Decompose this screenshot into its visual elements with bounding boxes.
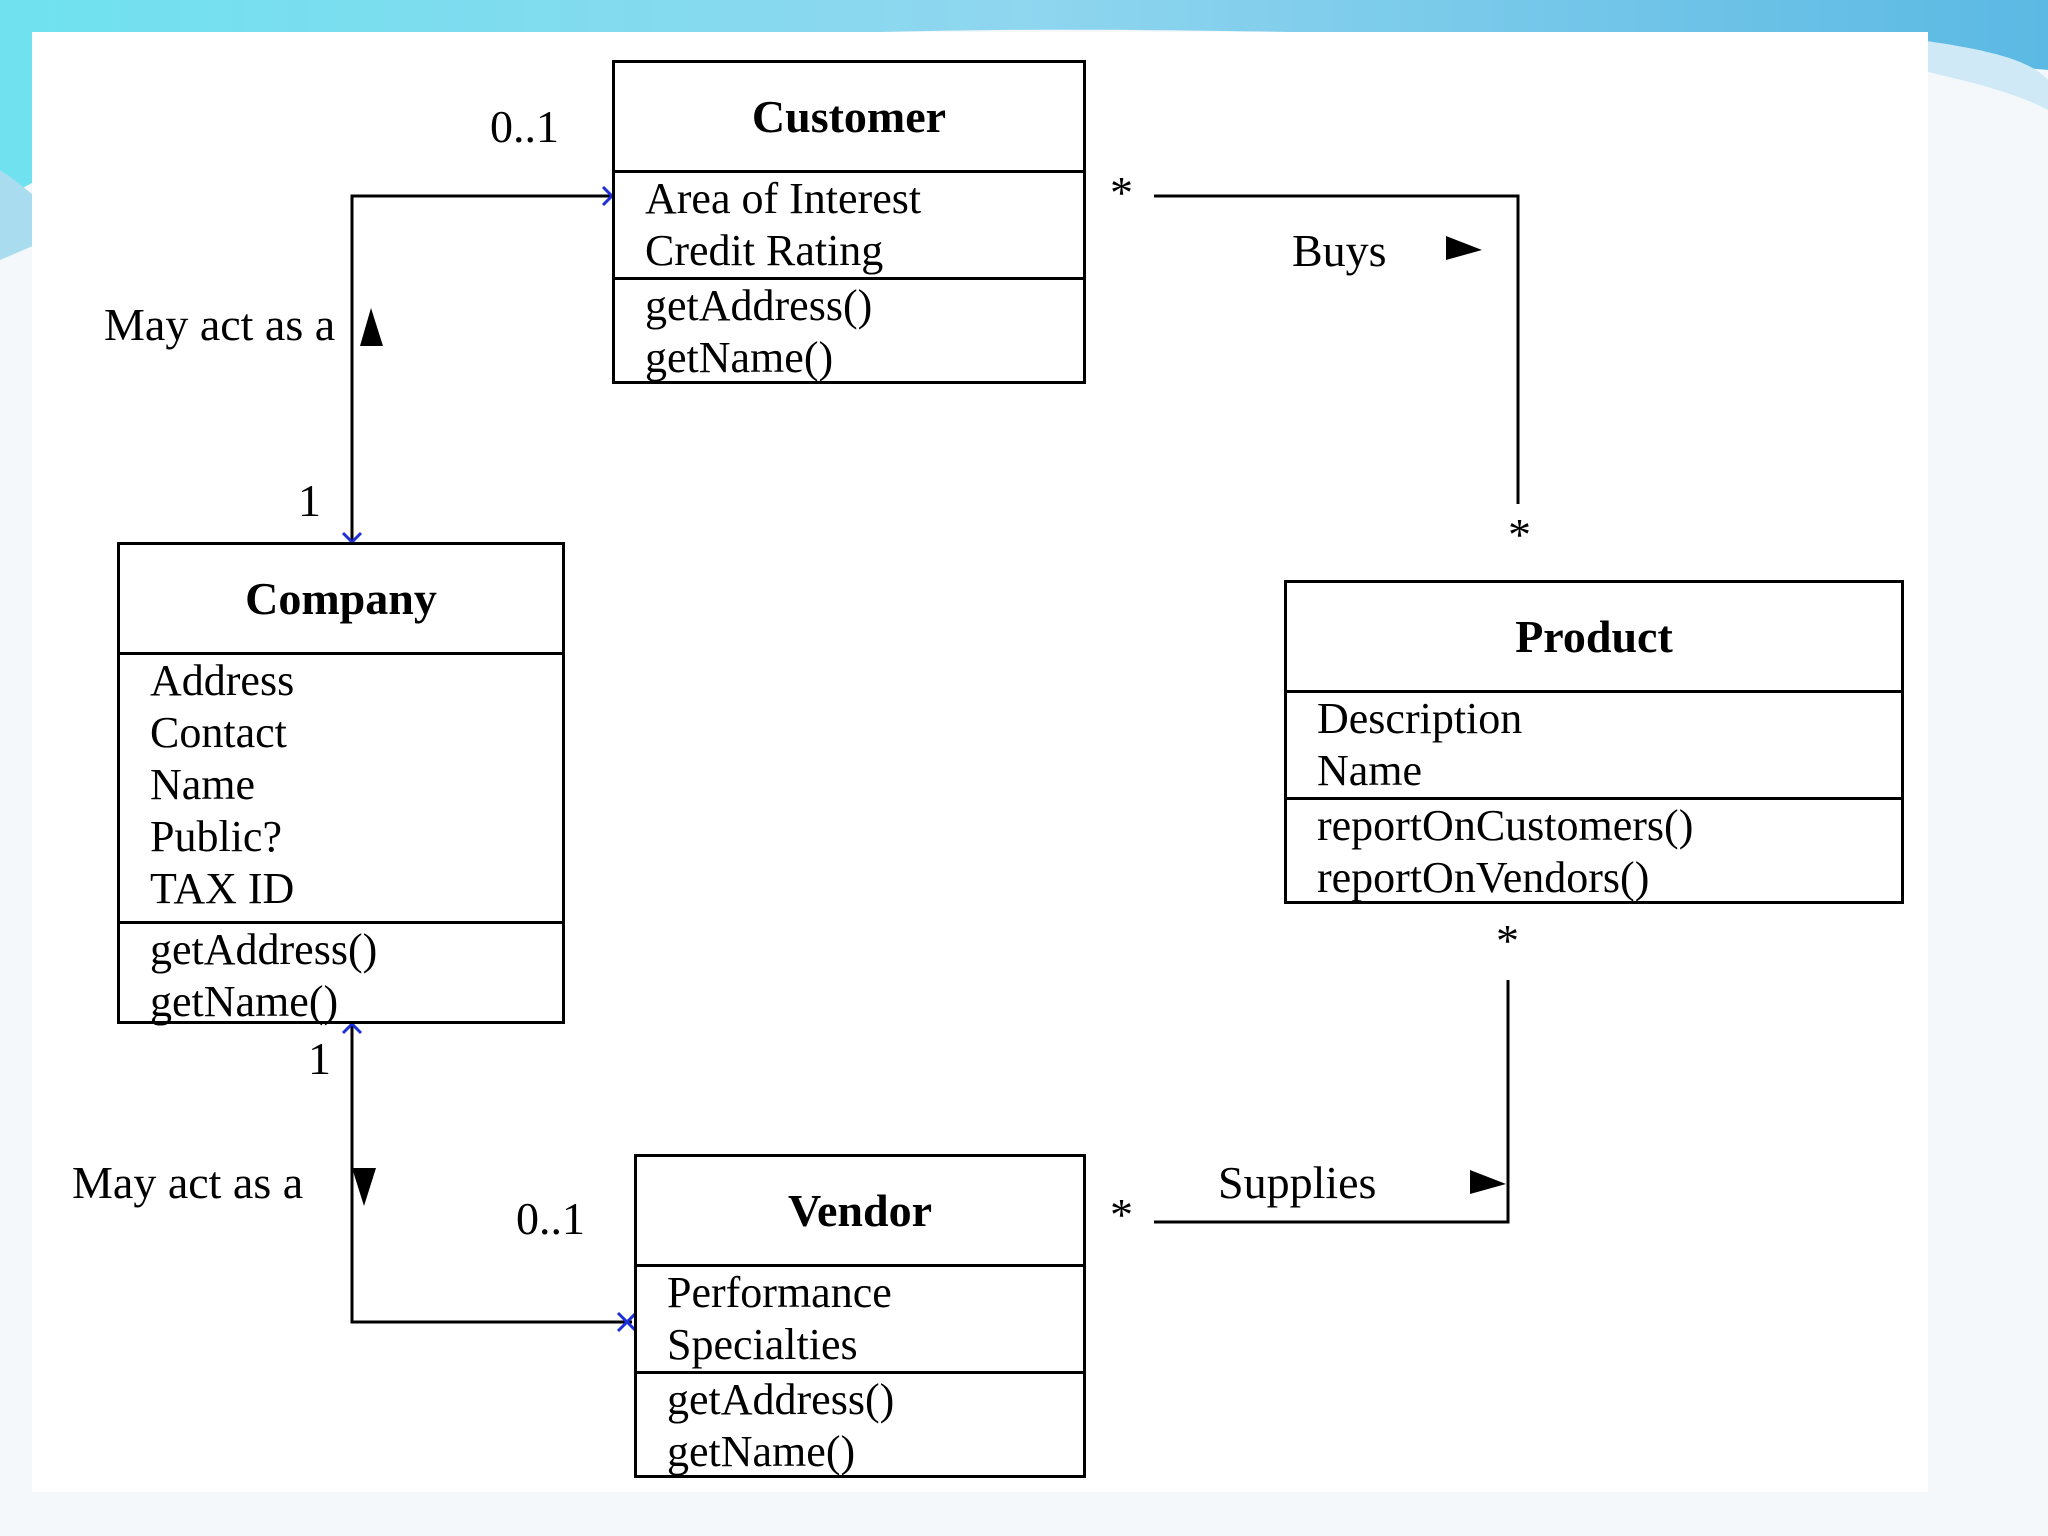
association-label: Supplies	[1218, 1157, 1377, 1208]
class-vendor[interactable]: Vendor Performance Specialties getAddres…	[634, 1154, 1086, 1478]
multiplicity-label: *	[1110, 167, 1133, 218]
association-line-company-vendor	[350, 1024, 632, 1324]
class-product[interactable]: Product Description Name reportOnCustome…	[1284, 580, 1904, 904]
connector-end-marker	[616, 1311, 638, 1333]
arrow-up-icon	[360, 308, 383, 346]
association-line-company-customer	[350, 194, 612, 542]
attributes-section: Area of Interest Credit Rating	[615, 173, 1083, 277]
attribute: Name	[150, 760, 256, 809]
operations-section: getAddress() getName()	[637, 1371, 1083, 1476]
operations-section: getAddress() getName()	[615, 277, 1083, 382]
operation: getAddress()	[667, 1375, 895, 1424]
attribute: Name	[1317, 746, 1423, 795]
operation: reportOnCustomers()	[1317, 801, 1694, 850]
multiplicity-label: *	[1496, 915, 1519, 966]
association-label: Buys	[1292, 225, 1387, 276]
attribute: Specialties	[667, 1320, 858, 1369]
attribute: Description	[1317, 694, 1523, 743]
arrow-down-icon	[352, 1168, 376, 1206]
class-name: Company	[120, 545, 562, 655]
attributes-section: Performance Specialties	[637, 1267, 1083, 1371]
association-line-customer-product	[1154, 194, 1520, 504]
arrow-right-icon	[1470, 1170, 1506, 1194]
operations-section: getAddress() getName()	[120, 921, 562, 1026]
class-company[interactable]: Company Address Contact Name Public? TAX…	[117, 542, 565, 1026]
operation: getName()	[667, 1427, 856, 1476]
class-name: Customer	[615, 63, 1083, 173]
class-customer[interactable]: Customer Area of Interest Credit Rating …	[612, 60, 1086, 384]
operation: getName()	[645, 333, 834, 382]
attributes-section: Description Name	[1287, 693, 1901, 797]
multiplicity-label: 1	[308, 1033, 331, 1084]
association-label: May act as a	[104, 299, 336, 350]
operation: getName()	[150, 977, 339, 1026]
attribute: Public?	[150, 812, 282, 861]
operation: reportOnVendors()	[1317, 853, 1650, 902]
operation: getAddress()	[645, 281, 873, 330]
operation: getAddress()	[150, 925, 378, 974]
attributes-section: Address Contact Name Public? TAX ID	[120, 655, 562, 921]
association-line-vendor-product	[1154, 980, 1510, 1224]
association-label: May act as a	[72, 1157, 304, 1208]
attribute: Address	[150, 656, 295, 705]
attribute: Performance	[667, 1268, 892, 1317]
class-name: Vendor	[637, 1157, 1083, 1267]
arrow-right-icon	[1446, 236, 1482, 260]
attribute: Area of Interest	[645, 174, 922, 223]
right-wave-decoration	[1920, 40, 2048, 110]
operations-section: reportOnCustomers() reportOnVendors()	[1287, 797, 1901, 902]
multiplicity-label: *	[1508, 509, 1531, 560]
multiplicity-label: 0..1	[516, 1193, 585, 1244]
multiplicity-label: 1	[298, 475, 321, 526]
attribute: Contact	[150, 708, 287, 757]
class-name: Product	[1287, 583, 1901, 693]
multiplicity-label: 0..1	[490, 101, 559, 152]
attribute: TAX ID	[150, 864, 295, 913]
multiplicity-label: *	[1110, 1189, 1133, 1240]
attribute: Credit Rating	[645, 226, 884, 275]
